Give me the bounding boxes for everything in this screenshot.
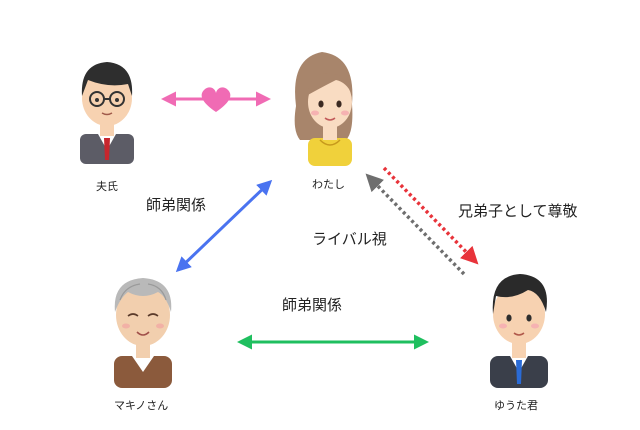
mentor-label-bottom: 師弟関係 (282, 296, 343, 314)
respect-arrow-red (382, 166, 479, 265)
husband-avatar-icon (80, 62, 134, 164)
mentor-label-top: 師弟関係 (146, 196, 207, 214)
respect-label: 兄弟子として尊敬 (458, 202, 578, 220)
me-name-label: わたし (312, 178, 345, 191)
makino-name-label: マキノさん (114, 399, 169, 412)
yuta-avatar-icon (490, 274, 548, 388)
heart-icon (201, 87, 231, 112)
rival-arrow-gray (365, 173, 466, 276)
husband-name-label: 夫氏 (96, 180, 118, 193)
me-avatar-icon (294, 52, 353, 166)
mentor-arrow-blue (175, 179, 273, 273)
yuta-name-label: ゆうた君 (494, 399, 538, 412)
rival-label: ライバル視 (312, 230, 387, 248)
makino-avatar-icon (114, 278, 172, 388)
